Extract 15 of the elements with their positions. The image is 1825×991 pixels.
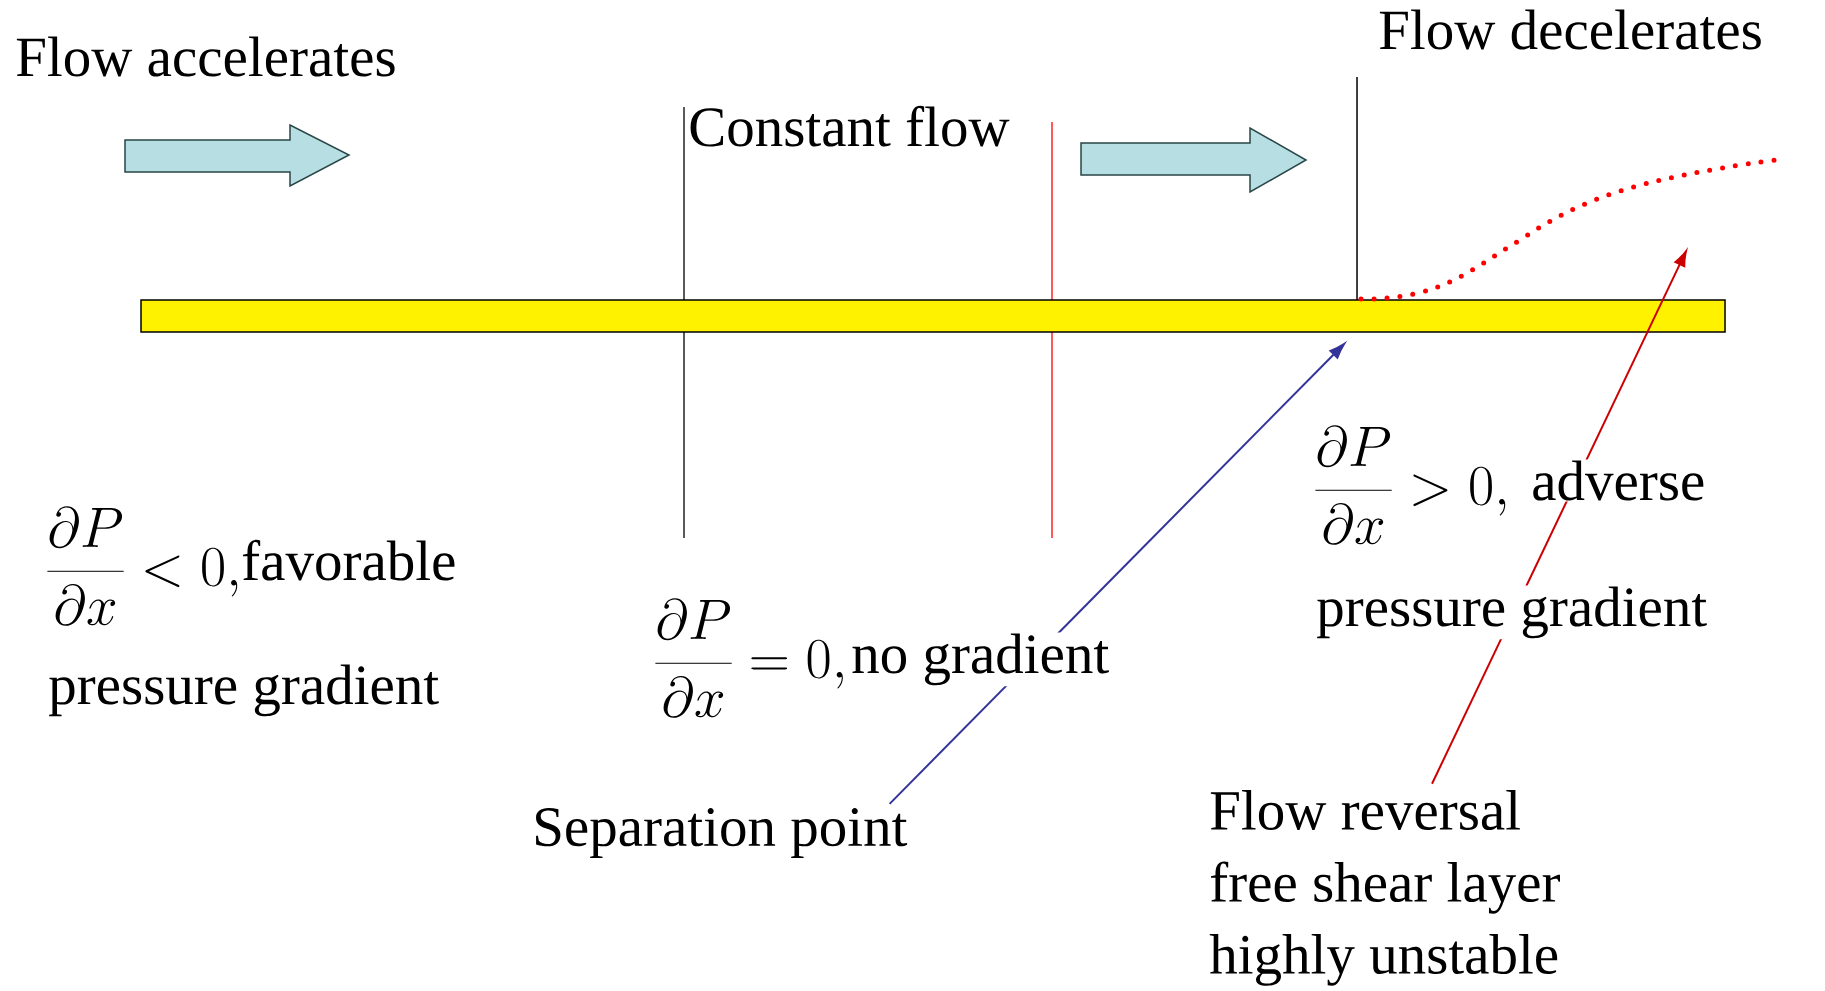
formula: $\frac{\partial P}{\partial x} > 0,$	[1313, 425, 1511, 545]
heading-text: Constant flow	[687, 104, 1011, 148]
condition-text: favorable	[240, 538, 458, 582]
heading-text: Flow accelerates	[14, 35, 398, 78]
formula: $\frac{\partial P}{\partial x} < 0,$	[45, 506, 243, 626]
flat-plate	[140, 299, 1726, 333]
heading-text: Flow decelerates	[1377, 8, 1764, 51]
condition-text: pressure gradient	[1315, 585, 1709, 640]
condition-text: adverse	[1530, 459, 1707, 502]
condition-text: no gradient	[850, 632, 1111, 687]
note-text: Flow reversal free shear layer highly unstable	[1209, 789, 1560, 986]
formula: $\frac{\partial P}{\partial x} = 0,$	[653, 598, 849, 718]
condition-text: pressure gradient	[47, 663, 441, 718]
callout-text: Separation point	[536, 808, 908, 858]
leader-arrow	[888, 343, 1345, 805]
